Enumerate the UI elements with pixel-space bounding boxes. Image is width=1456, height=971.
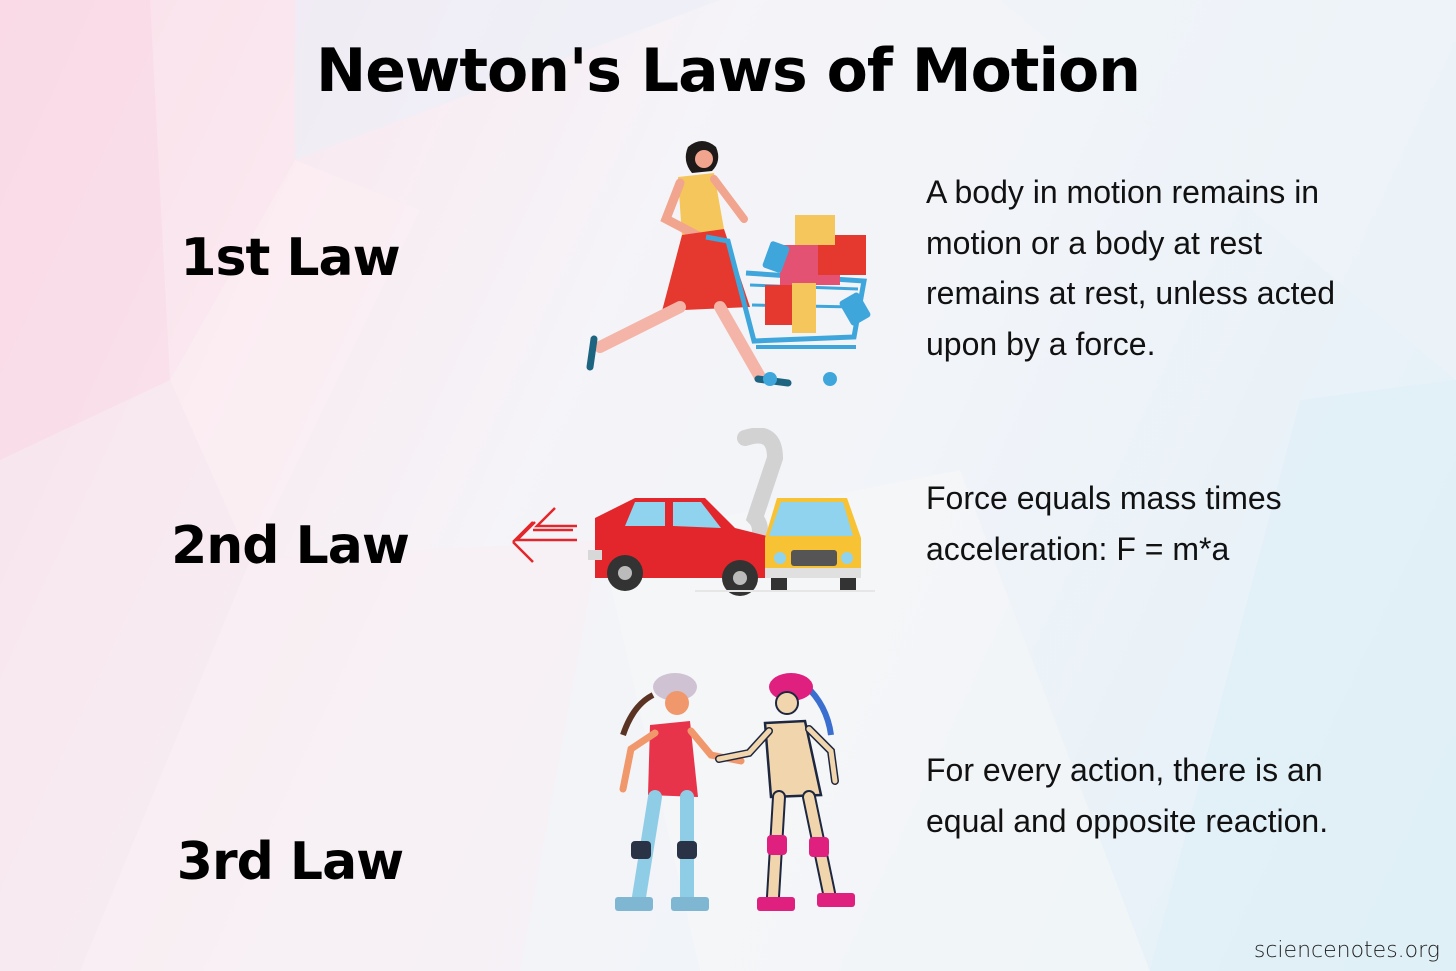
law-3-line: For every action, there is an (926, 752, 1323, 788)
roller-skaters-pushing-icon (615, 673, 855, 911)
law-2-line: acceleration: F = m*a (926, 530, 1230, 567)
source-credit: sciencenotes.org (1253, 938, 1440, 963)
law-1-line: A body in motion remains in (926, 174, 1320, 210)
law-2-description: Force equals mass times acceleration: F … (926, 473, 1426, 574)
law-3-label: 3rd Law (176, 832, 404, 892)
woman-pushing-shopping-cart-icon (586, 141, 871, 387)
law-1-line: remains at rest, unless acted (926, 275, 1336, 311)
law-3-description: For every action, there is an equal and … (926, 745, 1426, 846)
law-3-line: equal and opposite reaction. (926, 802, 1329, 839)
car-collision-icon (512, 428, 875, 596)
law-1-label: 1st Law (180, 228, 400, 288)
law-1-line: upon by a force. (926, 325, 1156, 362)
page-title: Newton's Laws of Motion (315, 36, 1141, 106)
law-2-line: Force equals mass times (926, 480, 1282, 516)
law-1-line: motion or a body at rest (926, 224, 1263, 261)
law-2-label: 2nd Law (171, 516, 410, 576)
law-1-description: A body in motion remains in motion or a … (926, 167, 1426, 369)
